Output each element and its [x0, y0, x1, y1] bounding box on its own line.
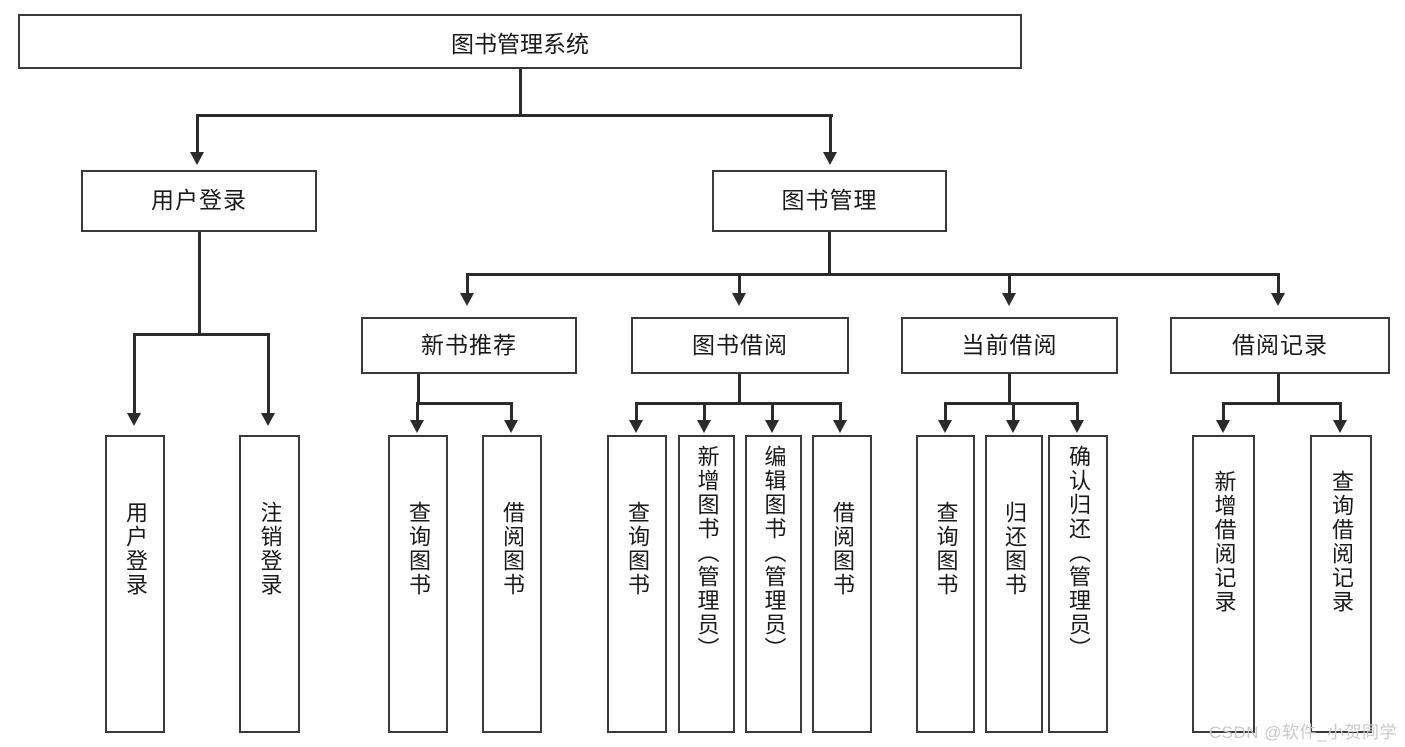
arrowhead-bb-leaf-4 — [833, 420, 847, 433]
node-user-login[interactable]: 用户登录 — [81, 170, 317, 232]
node-label: 新书推荐 — [421, 331, 517, 358]
csdn-watermark: CSDN @软件_小贺同学 — [1208, 723, 1397, 742]
node-borrow-record[interactable]: 借阅记录 — [1170, 317, 1390, 374]
node-label: 图书管理系统 — [451, 30, 589, 57]
leaf-label: 查询图书 — [933, 501, 959, 597]
leaf-label: 注销登录 — [257, 501, 283, 597]
arrowhead-bb-leaf-1 — [629, 420, 643, 433]
leaf-cb-query-book[interactable]: 查询图书 — [916, 435, 975, 733]
connector-nbr-stem — [417, 374, 420, 403]
node-label: 图书管理 — [781, 187, 878, 214]
connector-bb-to-leaf-1 — [635, 402, 638, 422]
connector-br-to-leaf-1 — [1222, 402, 1225, 422]
arrowhead-cb-leaf-3 — [1070, 420, 1084, 433]
arrowhead-leaf-logout — [261, 413, 275, 426]
connector-user-login-to-leaf-2 — [267, 333, 270, 415]
leaf-label: 新增借阅记录 — [1211, 470, 1237, 614]
connector-user-login-bus — [133, 333, 269, 336]
node-label: 用户登录 — [151, 187, 247, 214]
leaf-br-add-record[interactable]: 新增借阅记录 — [1192, 435, 1255, 733]
node-label: 图书借阅 — [692, 331, 788, 358]
connector-bb-bus — [635, 402, 841, 405]
connector-book-mgmt-bus — [466, 273, 1279, 276]
connector-bm-to-current-borrow — [1008, 273, 1011, 295]
leaf-label: 归还图书 — [1001, 501, 1027, 597]
arrowhead-cb-leaf-1 — [938, 420, 952, 433]
leaf-label: 查询图书 — [405, 501, 431, 597]
connector-nbr-to-leaf-2 — [510, 402, 513, 422]
arrowhead-leaf-user-login — [127, 413, 141, 426]
leaf-bb-borrow-book[interactable]: 借阅图书 — [812, 435, 872, 733]
arrowhead-book-borrow — [732, 293, 746, 306]
arrowhead-br-leaf-1 — [1216, 420, 1230, 433]
arrowhead-bb-leaf-3 — [765, 420, 779, 433]
connector-cb-to-leaf-3 — [1076, 402, 1079, 422]
leaf-cb-confirm-return-admin[interactable]: 确认归还（管理员） — [1048, 435, 1108, 733]
leaf-user-login-login[interactable]: 用户登录 — [105, 435, 165, 733]
node-book-borrow[interactable]: 图书借阅 — [631, 317, 849, 374]
arrowhead-borrow-record — [1271, 293, 1285, 306]
connector-nbr-bus — [416, 402, 512, 405]
leaf-bb-add-book-admin[interactable]: 新增图书（管理员） — [678, 435, 735, 733]
connector-root-to-user-login — [196, 114, 199, 154]
arrowhead-nbr-leaf-1 — [410, 420, 424, 433]
connector-bb-stem — [738, 374, 741, 403]
connector-root-to-book-mgmt — [829, 114, 832, 154]
connector-user-login-stem — [198, 232, 201, 334]
arrowhead-nbr-leaf-2 — [504, 420, 518, 433]
connector-root-bus — [197, 114, 833, 117]
connector-br-bus — [1222, 402, 1341, 405]
leaf-label: 编辑图书（管理员） — [761, 445, 787, 661]
arrowhead-book-mgmt — [823, 152, 837, 165]
leaf-nbr-borrow-book[interactable]: 借阅图书 — [482, 435, 542, 733]
leaf-label: 借阅图书 — [829, 501, 855, 597]
arrowhead-user-login — [190, 152, 204, 165]
leaf-label: 新增图书（管理员） — [694, 445, 720, 661]
connector-cb-stem — [1008, 374, 1011, 403]
leaf-label: 用户登录 — [122, 501, 148, 597]
connector-bm-to-borrow-record — [1277, 273, 1280, 295]
connector-bm-to-book-borrow — [738, 273, 741, 295]
node-label: 借阅记录 — [1232, 331, 1328, 358]
arrowhead-current-borrow — [1002, 293, 1016, 306]
connector-bb-to-leaf-4 — [839, 402, 842, 422]
connector-user-login-to-leaf-1 — [133, 333, 136, 415]
connector-nbr-to-leaf-1 — [416, 402, 419, 422]
arrowhead-br-leaf-2 — [1333, 420, 1347, 433]
connector-cb-bus — [944, 402, 1078, 405]
leaf-label: 查询借阅记录 — [1328, 470, 1354, 614]
leaf-label: 确认归还（管理员） — [1065, 445, 1091, 661]
connector-cb-to-leaf-2 — [1012, 402, 1015, 422]
arrowhead-cb-leaf-2 — [1006, 420, 1020, 433]
leaf-user-login-logout[interactable]: 注销登录 — [239, 435, 300, 733]
node-new-book-recommend[interactable]: 新书推荐 — [361, 317, 577, 374]
leaf-br-query-record[interactable]: 查询借阅记录 — [1310, 435, 1372, 733]
leaf-bb-edit-book-admin[interactable]: 编辑图书（管理员） — [745, 435, 802, 733]
connector-cb-to-leaf-1 — [944, 402, 947, 422]
node-current-borrow[interactable]: 当前借阅 — [901, 317, 1118, 374]
leaf-cb-return-book[interactable]: 归还图书 — [985, 435, 1043, 733]
leaf-label: 借阅图书 — [499, 501, 525, 597]
connector-br-to-leaf-2 — [1339, 402, 1342, 422]
node-book-management[interactable]: 图书管理 — [712, 170, 947, 232]
connector-book-mgmt-stem — [828, 232, 831, 274]
leaf-label: 查询图书 — [624, 501, 650, 597]
connector-root-stem — [519, 69, 522, 115]
leaf-nbr-query-book[interactable]: 查询图书 — [388, 435, 448, 733]
node-root-system[interactable]: 图书管理系统 — [18, 14, 1022, 69]
arrowhead-new-book-recommend — [460, 293, 474, 306]
leaf-bb-query-book[interactable]: 查询图书 — [607, 435, 667, 733]
connector-bb-to-leaf-2 — [703, 402, 706, 422]
connector-br-stem — [1277, 374, 1280, 403]
connector-bb-to-leaf-3 — [771, 402, 774, 422]
connector-bm-to-new-book — [466, 273, 469, 295]
node-label: 当前借阅 — [961, 331, 1058, 358]
arrowhead-bb-leaf-2 — [697, 420, 711, 433]
